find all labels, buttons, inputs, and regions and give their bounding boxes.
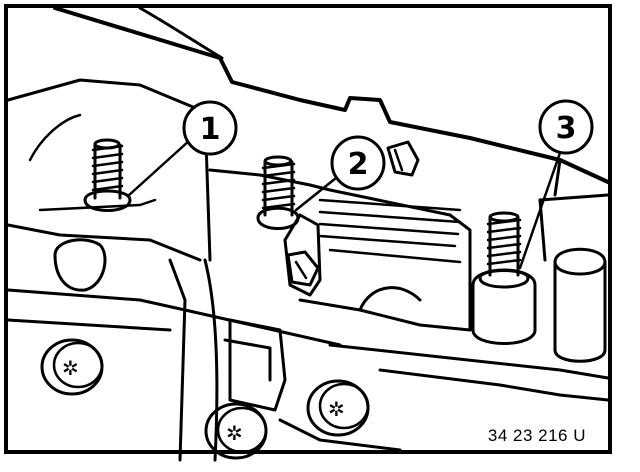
stud-1 (83, 138, 132, 212)
callout-2-label: 2 (348, 147, 369, 182)
svg-text:✲: ✲ (226, 421, 243, 445)
callout-1-label: 1 (200, 112, 221, 147)
stud-3 (471, 211, 537, 345)
svg-text:✲: ✲ (62, 356, 79, 380)
bolt-middle (286, 250, 320, 287)
callout-3: 3 (518, 99, 594, 270)
stud-2 (256, 155, 300, 230)
bolt-upper (386, 140, 420, 177)
svg-text:✲: ✲ (328, 397, 345, 421)
torx-screw-right: ✲ (306, 379, 370, 437)
torx-screw-left: ✲ (40, 338, 104, 396)
callout-1: 1 (126, 100, 238, 198)
callout-2: 2 (294, 135, 386, 212)
figure-code: 34 23 216 U (488, 426, 586, 445)
torx-screw-middle: ✲ (204, 402, 268, 460)
housing-drawing (6, 6, 610, 462)
callout-3-label: 3 (556, 111, 577, 146)
